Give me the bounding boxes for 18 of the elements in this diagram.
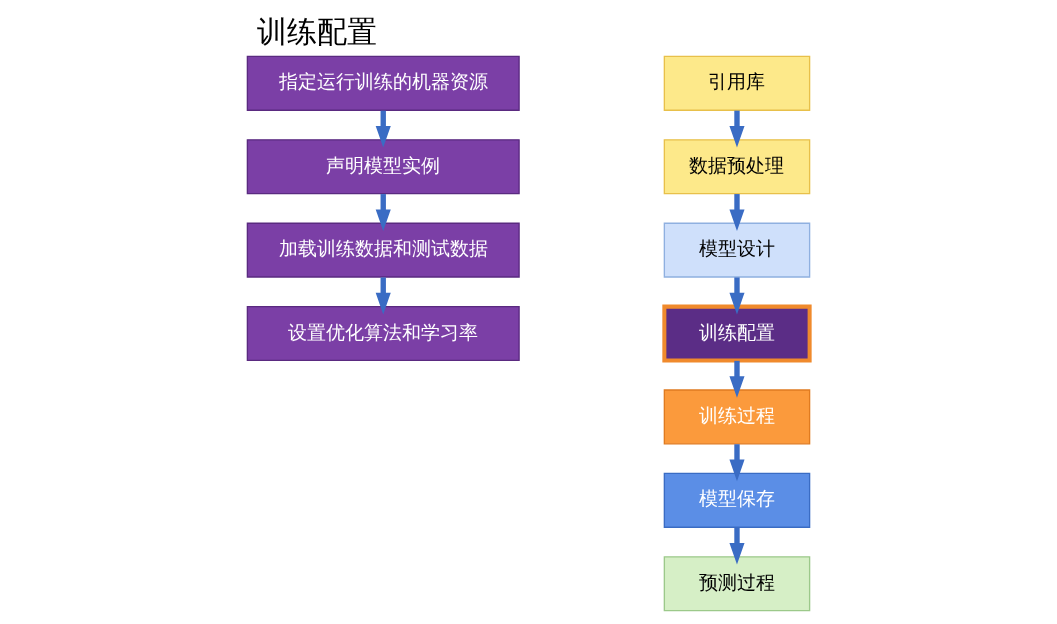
node-box: 预测过程 (663, 556, 811, 612)
node-box: 加载训练数据和测试数据 (246, 222, 520, 278)
arrow (729, 277, 745, 315)
node-box: 训练配置 (662, 304, 812, 363)
node-box: 模型设计 (663, 222, 811, 278)
node-box: 训练过程 (663, 389, 811, 445)
diagram-title: 训练配置 (257, 15, 378, 50)
arrow (729, 110, 745, 148)
node-box: 设置优化算法和学习率 (246, 305, 520, 362)
arrow (729, 527, 745, 565)
arrow (729, 444, 745, 482)
node-box: 引用库 (663, 55, 811, 111)
node-box: 模型保存 (663, 472, 811, 528)
node-box: 声明模型实例 (246, 139, 520, 195)
arrow (729, 360, 745, 398)
arrow (729, 194, 745, 231)
node-box: 指定运行训练的机器资源 (246, 55, 520, 111)
node-box: 数据预处理 (663, 139, 811, 195)
